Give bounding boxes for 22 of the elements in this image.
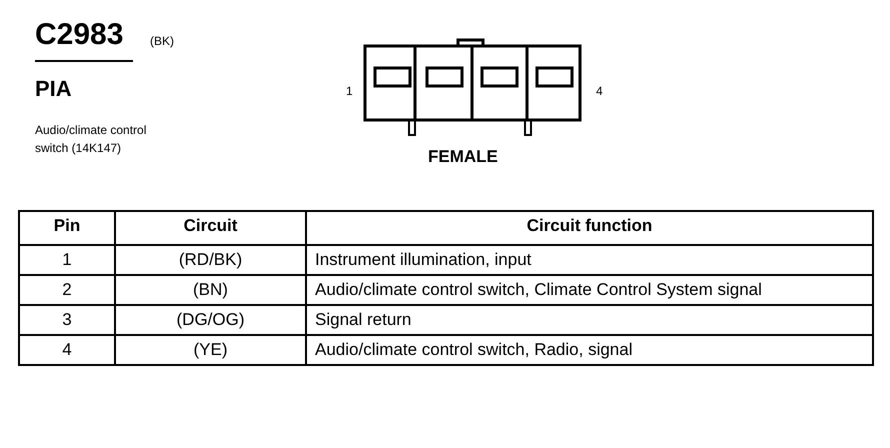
table-cell: Audio/climate control switch, Climate Control System signal (306, 275, 873, 305)
column-header: Circuit (115, 211, 306, 245)
table-cell: 3 (19, 305, 115, 335)
table-cell: (DG/OG) (115, 305, 306, 335)
column-header: Pin (19, 211, 115, 245)
component-description: Audio/climate control switch (14K147) (35, 122, 148, 157)
connector-number: C2983 (35, 18, 124, 52)
table-cell: (YE) (115, 335, 306, 365)
table-cell: 4 (19, 335, 115, 365)
table-cell: (BN) (115, 275, 306, 305)
table-cell: Signal return (306, 305, 873, 335)
table-cell: 1 (19, 245, 115, 275)
connector-view-label: FEMALE (428, 147, 498, 167)
table-cell: (RD/BK) (115, 245, 306, 275)
connector-color-code: (BK) (150, 34, 174, 48)
pin-number: 4 (596, 84, 603, 98)
column-header: Circuit function (306, 211, 873, 245)
connector-name: PIA (35, 76, 72, 102)
pin-number: 1 (346, 84, 353, 98)
table-cell: Audio/climate control switch, Radio, signal (306, 335, 873, 365)
table-cell: 2 (19, 275, 115, 305)
table-cell: Instrument illumination, input (306, 245, 873, 275)
